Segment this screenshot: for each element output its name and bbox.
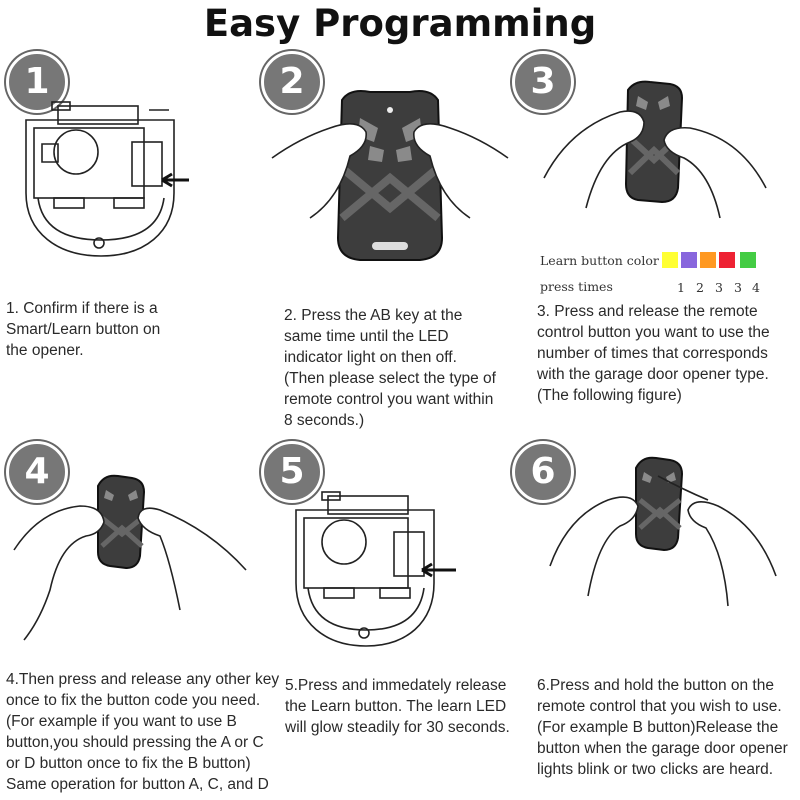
step-5-badge: 5: [261, 441, 323, 503]
remote-hold-illustration: [549, 456, 777, 607]
step-3-text: 3. Press and release the remote control …: [537, 303, 770, 404]
step-2-text: 2. Press the AB key at the same time unt…: [284, 307, 496, 429]
garage-opener-learn-illustration: [295, 491, 456, 647]
step-2-badge: 2: [261, 51, 323, 113]
arrow-icon: [421, 562, 456, 578]
garage-opener-illustration: [25, 101, 189, 257]
press-number: 4: [752, 280, 760, 295]
remote-press-illustration: [13, 474, 247, 641]
step-1-badge: 1: [6, 51, 68, 113]
remote-two-fingers-illustration: [271, 90, 509, 261]
press-times-label: press times: [540, 279, 613, 294]
color-swatch-yellow: [662, 252, 678, 268]
step-4-badge: 4: [6, 441, 68, 503]
page-title: Easy Programming: [203, 2, 597, 45]
step-4-text: 4.Then press and release any other key o…: [6, 671, 280, 793]
step-5-text: 5.Press and immedately release the Learn…: [285, 677, 510, 736]
press-number: 2: [696, 280, 704, 295]
step-6-badge: 6: [512, 441, 574, 503]
color-swatch-green: [740, 252, 756, 268]
press-number: 3: [734, 280, 742, 295]
color-swatch-purple: [681, 252, 697, 268]
press-number: 1: [677, 280, 685, 295]
color-swatch-orange: [700, 252, 716, 268]
color-swatch-red: [719, 252, 735, 268]
hands-holding-remote-illustration: [543, 80, 767, 219]
step-6-text: 6.Press and hold the button on the remot…: [537, 677, 788, 778]
learn-button-color-label: Learn button color: [540, 253, 659, 268]
step-3-badge: 3: [512, 51, 574, 113]
step-1-text: 1. Confirm if there is a Smart/Learn but…: [6, 300, 161, 359]
arrow-icon: [161, 172, 189, 188]
press-number: 3: [715, 280, 723, 295]
